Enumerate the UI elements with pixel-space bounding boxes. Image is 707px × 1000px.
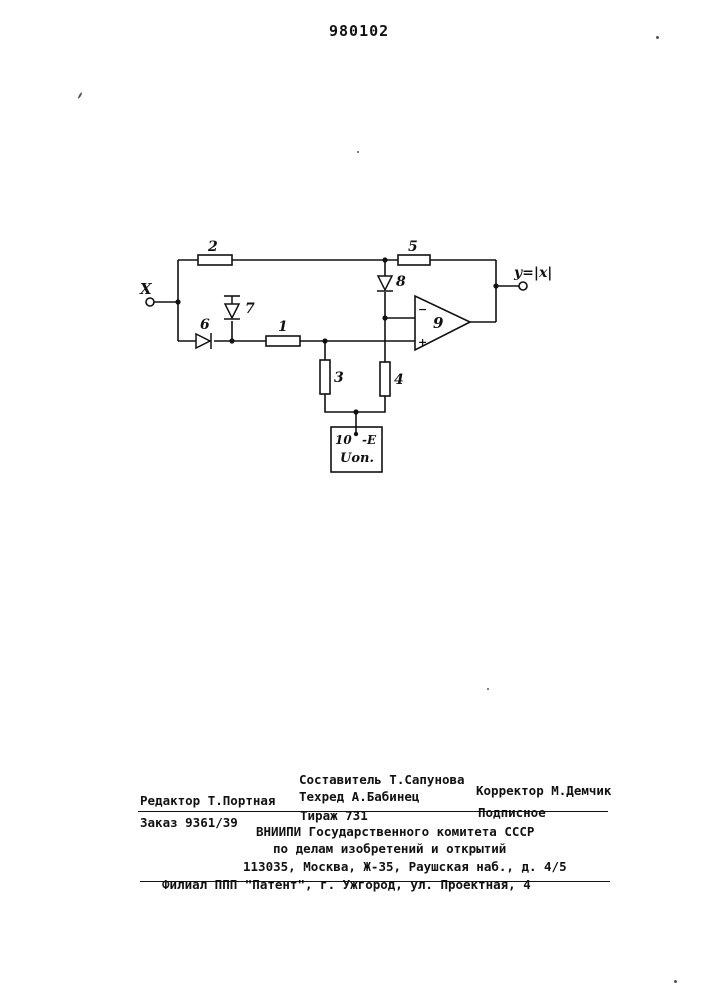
junction-dot (229, 338, 234, 343)
org-address: 113035, Москва, Ж-35, Раушская наб., д. … (243, 859, 567, 874)
output-terminal (519, 282, 527, 290)
opamp-minus-sign: − (418, 303, 427, 316)
editor-credit: Редактор Т.Портная (140, 793, 275, 808)
corrector-credit: Корректор М.Демчик (476, 783, 611, 798)
resistor-4 (380, 362, 390, 396)
junction-dot (493, 283, 498, 288)
org-line-1: ВНИИПИ Государственного комитета СССР (256, 824, 534, 839)
junction-dot (322, 338, 327, 343)
junction-dot (354, 432, 358, 436)
order-number: Заказ 9361/39 (140, 815, 238, 830)
diode-7 (225, 304, 239, 318)
diode-8 (378, 276, 392, 290)
wire-ref-join (325, 394, 385, 412)
input-terminal (146, 298, 154, 306)
resistor-5 (398, 255, 430, 265)
label-diode-7: 7 (245, 301, 255, 317)
reference-voltage: -E (362, 433, 377, 447)
label-resistor-5: 5 (408, 239, 418, 255)
compiler-credit: Составитель Т.Сапунова (299, 772, 465, 787)
junction-dot (382, 315, 387, 320)
label-resistor-4: 4 (394, 372, 404, 388)
input-label: X (139, 280, 153, 298)
label-resistor-1: 1 (278, 319, 288, 335)
org-line-2: по делам изобретений и открытий (273, 841, 506, 856)
opamp-plus-sign: + (418, 336, 427, 349)
junction-dot (353, 409, 358, 414)
label-diode-6: 6 (200, 317, 210, 333)
output-label: y=|x| (513, 265, 552, 281)
resistor-1 (266, 336, 300, 346)
label-diode-8: 8 (396, 274, 406, 290)
label-resistor-2: 2 (207, 239, 218, 255)
techred-credit: Техред А.Бабинец (299, 789, 419, 804)
branch-line: Филиал ППП "Патент", г. Ужгород, ул. Про… (162, 877, 531, 892)
junction-dot (382, 257, 387, 262)
label-reference-number: 10 (335, 433, 352, 447)
resistor-2 (198, 255, 232, 265)
resistor-3 (320, 360, 330, 394)
diode-6 (196, 334, 210, 348)
label-opamp: 9 (433, 314, 444, 332)
label-resistor-3: 3 (334, 370, 344, 386)
junction-dot (175, 299, 180, 304)
reference-name: Uon. (340, 451, 374, 466)
circulation: Тираж 731 (300, 808, 368, 823)
subscription: Подписное (478, 805, 546, 820)
